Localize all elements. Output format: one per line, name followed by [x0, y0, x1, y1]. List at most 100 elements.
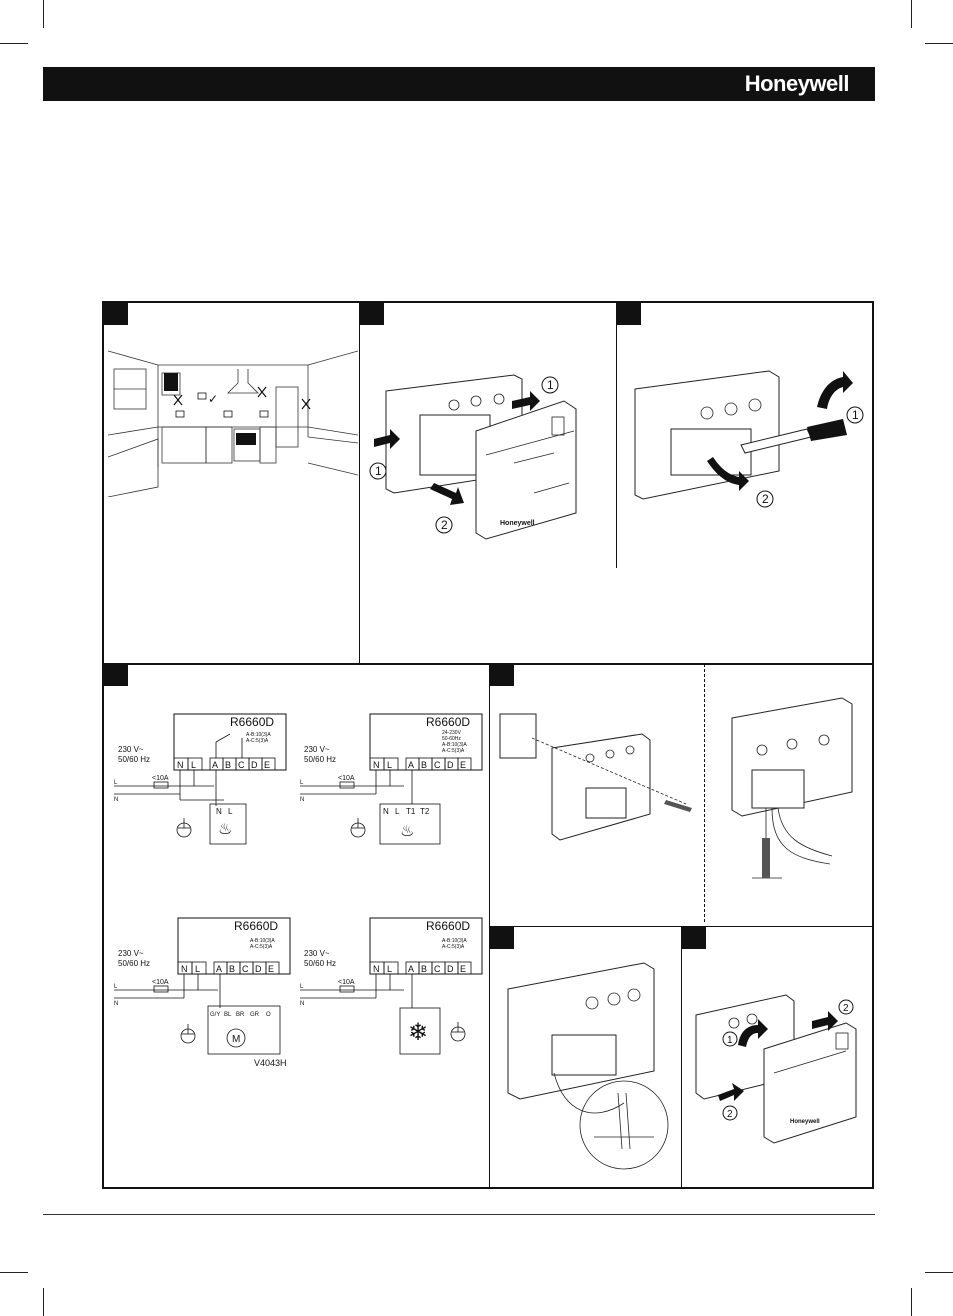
fuse-label: <10A	[338, 775, 355, 782]
fuse-label: <10A	[338, 979, 355, 986]
model-label: R6660D	[230, 715, 274, 729]
terminal-label: GR	[250, 1012, 260, 1018]
terminal-label: L	[387, 964, 392, 974]
step-2-label: 2	[727, 1109, 733, 1120]
valve-label: V4043H	[254, 1058, 287, 1068]
device-brand-text: Honeywell	[500, 520, 535, 527]
terminal-label: C	[242, 964, 249, 974]
terminal-label: D	[447, 964, 454, 974]
crop-mark	[0, 1272, 28, 1273]
step-1-label: 1	[547, 378, 554, 392]
terminal-label: N	[216, 807, 222, 816]
cable-entry-illustration	[731, 697, 853, 879]
motor-label: M	[232, 1034, 240, 1045]
terminal-label: E	[460, 964, 466, 974]
terminal-label: G/Y	[210, 1012, 220, 1018]
wiring-diagram-1: R6660D A-B:10(3)A A-C:5(3)A 230 V~ 50/60…	[114, 713, 287, 845]
terminal-label: B	[421, 964, 427, 974]
step-marker	[104, 303, 128, 325]
terminal-label: L	[191, 760, 196, 770]
step-2-label: 2	[843, 1003, 849, 1014]
crop-mark	[911, 1288, 912, 1316]
terminal-label: N	[383, 807, 389, 816]
phase-label: N	[300, 797, 304, 803]
cooling-snowflake-icon: ❄	[408, 1019, 428, 1046]
terminal-label: T2	[420, 807, 430, 816]
terminal-label: C	[238, 760, 245, 770]
phase-label: N	[114, 797, 118, 803]
step-1-label: 1	[727, 1035, 733, 1046]
boiler-icon: ♨	[218, 821, 232, 838]
terminal-label: D	[447, 760, 454, 770]
phase-label: L	[114, 780, 118, 786]
terminal-label: B	[229, 964, 235, 974]
wiring-diagram-2: R6660D 24-230V 50-60Hz A-B:10(3)A A-C:5(…	[300, 713, 483, 845]
fuse-label: <10A	[152, 775, 169, 782]
terminal-label: D	[255, 964, 262, 974]
rating-label: 24-230V	[442, 730, 462, 736]
terminal-label: N	[177, 760, 184, 770]
panel-release-terminal: 1 2	[616, 303, 874, 568]
terminal-label: L	[195, 964, 200, 974]
rating-label: A-C:5(3)A	[442, 944, 465, 950]
supply-label: 50/60 Hz	[118, 755, 150, 764]
step-marker	[682, 927, 706, 949]
divider	[616, 568, 618, 663]
terminal-label: E	[268, 964, 274, 974]
header-bar: Honeywell	[43, 67, 875, 101]
panel-strip-wires	[490, 927, 682, 1189]
wire-connection-illustration	[507, 962, 669, 1170]
step-2-label: 2	[441, 518, 448, 532]
wiring-diagram-3: R6660D A-B:10(3)A A-C:5(3)A 230 V~ 50/60…	[114, 917, 291, 1068]
divider-dashed	[704, 664, 705, 922]
panel-remove-cover: 1 1 2 Honeywell	[360, 303, 616, 568]
terminal-label: A	[216, 964, 222, 974]
rating-label: A-B:10(3)A	[442, 938, 467, 944]
phase-label: L	[300, 780, 304, 786]
supply-label: 230 V~	[304, 745, 330, 754]
supply-label: 50/60 Hz	[304, 755, 336, 764]
rating-label: A-B:10(3)A	[442, 742, 467, 748]
phase-label: L	[300, 984, 304, 990]
brand-logo: Honeywell	[744, 71, 850, 96]
terminal-label: N	[373, 964, 380, 974]
crop-mark	[43, 1288, 44, 1316]
terminal-label: N	[181, 964, 188, 974]
model-label: R6660D	[426, 715, 470, 729]
step-1-label: 1	[375, 464, 382, 478]
terminal-label: A	[408, 760, 414, 770]
terminal-label: BR	[236, 1012, 245, 1018]
crop-mark	[925, 1272, 953, 1273]
terminal-label: T1	[406, 807, 416, 816]
terminal-label: A	[212, 760, 218, 770]
rating-label: A-B:10(3)A	[246, 732, 271, 738]
terminal-label: O	[266, 1012, 271, 1018]
panel-wiring-diagrams: R6660D A-B:10(3)A A-C:5(3)A 230 V~ 50/60…	[104, 664, 490, 1189]
phase-label: N	[300, 1001, 304, 1007]
supply-label: 230 V~	[118, 745, 144, 754]
step-marker	[104, 664, 128, 686]
rating-label: 50-60Hz	[442, 736, 461, 742]
step-marker	[617, 303, 641, 325]
figure-frame: ✓	[102, 301, 874, 1189]
terminal-label: E	[460, 760, 466, 770]
terminal-label: B	[225, 760, 231, 770]
panel-mount-base	[490, 664, 874, 927]
model-label: R6660D	[234, 919, 278, 933]
terminal-label: C	[434, 760, 441, 770]
crop-mark	[43, 0, 44, 28]
terminal-label: L	[387, 760, 392, 770]
step-1-label: 1	[852, 408, 859, 422]
terminal-label: L	[395, 807, 400, 816]
model-label: R6660D	[426, 919, 470, 933]
terminal-label: L	[228, 807, 233, 816]
supply-label: 50/60 Hz	[304, 959, 336, 968]
cover-refit-illustration: 1 2 2 Honeywell	[695, 994, 857, 1144]
rating-label: A-C:5(3)A	[250, 944, 273, 950]
supply-label: 50/60 Hz	[118, 959, 150, 968]
device-brand-text: Honeywell	[790, 1119, 820, 1125]
rating-label: A-C:5(3)A	[442, 748, 465, 754]
panel-refit-cover: 1 2 2 Honeywell	[682, 927, 874, 1189]
kitchen-illustration: ✓	[108, 350, 358, 497]
step-marker	[360, 303, 384, 325]
